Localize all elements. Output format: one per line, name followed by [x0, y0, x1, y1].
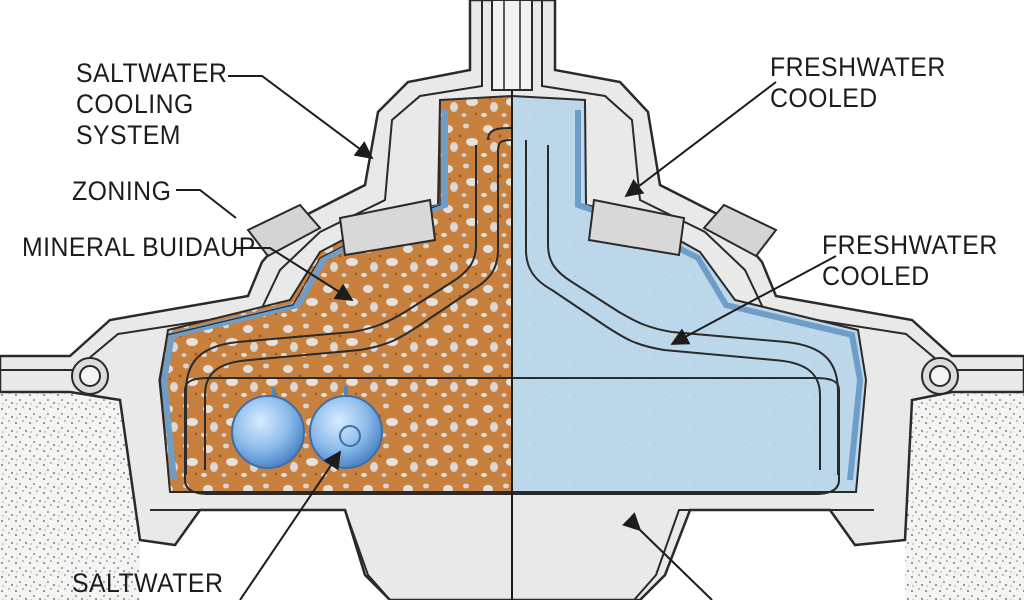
bolt-left — [71, 357, 109, 395]
leader-saltwater-bottom — [239, 450, 342, 600]
label-saltwater-bottom: SALTWATER — [72, 568, 224, 598]
lower-chamber — [184, 377, 840, 495]
label-saltwater-cooling-system: SALTWATER COOLING SYSTEM — [76, 58, 228, 151]
clamp-right — [702, 203, 778, 258]
label-freshwater-top: FRESHWATER COOLED — [770, 52, 946, 114]
freshwater-region — [511, 94, 868, 493]
bubble-right — [309, 386, 383, 469]
label-zoning: ZONING — [72, 176, 172, 206]
leader-zoning — [176, 189, 237, 219]
inner-housing-line — [0, 0, 1024, 371]
ground-right — [905, 392, 1024, 600]
ground-left — [0, 392, 140, 600]
label-freshwater-mid: FRESHWATER COOLED — [822, 230, 998, 292]
leader-freshwater-top — [624, 81, 777, 198]
leader-mineral-buildup — [236, 247, 354, 301]
top-shaft — [491, 0, 533, 91]
leader-saltwater-cooling-system — [228, 75, 374, 160]
base-right — [633, 509, 874, 600]
label-mineral-buildup: MINERAL BUIDAUP — [22, 232, 256, 262]
leader-bottom-right — [622, 512, 713, 600]
right-channel-lining — [575, 110, 864, 481]
bolt-right — [921, 357, 959, 395]
leader-freshwater-mid — [670, 255, 837, 345]
bubble-left — [231, 388, 305, 469]
vent-right — [587, 198, 686, 257]
right-coolant-pipe — [525, 140, 821, 470]
left-channel-lining — [160, 110, 448, 481]
base-left — [150, 509, 391, 600]
vent-left — [338, 198, 437, 257]
